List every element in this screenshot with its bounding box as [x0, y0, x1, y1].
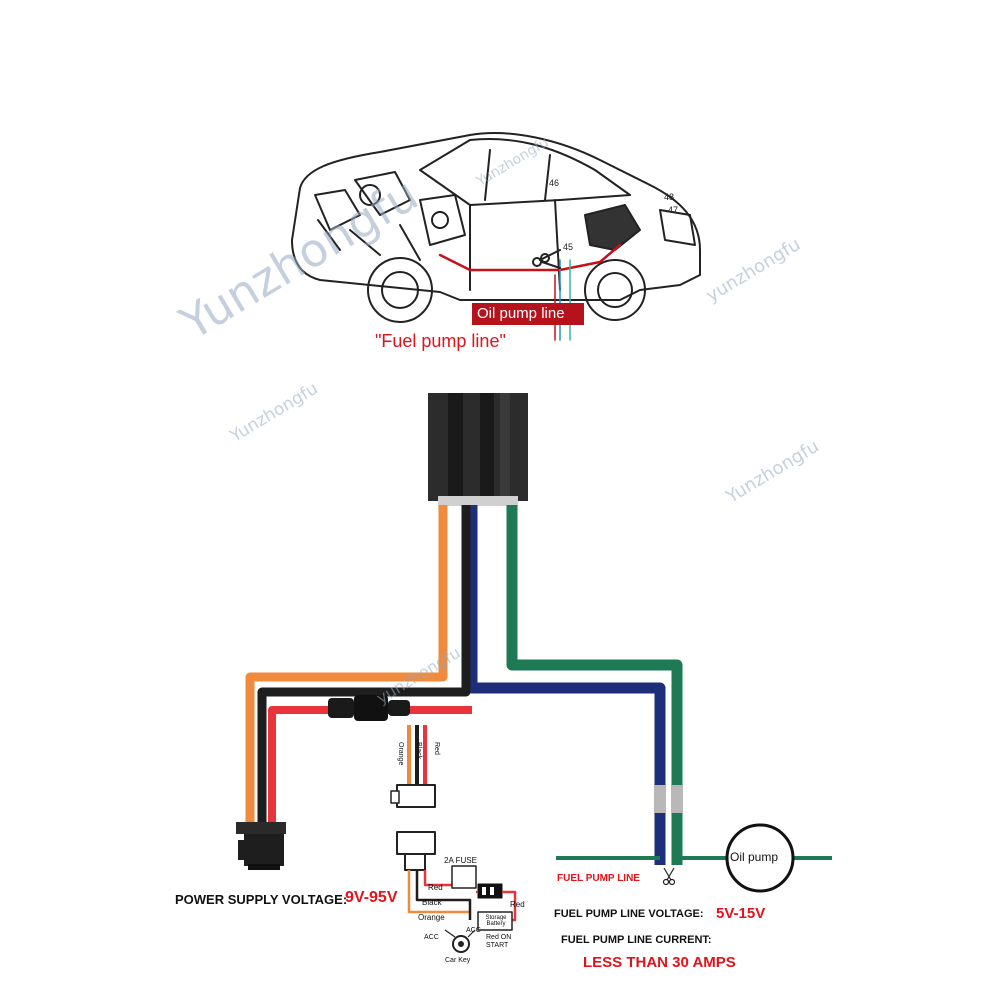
power-supply-voltage-label: POWER SUPPLY VOLTAGE:	[175, 892, 348, 907]
inset-orange-label: Orange	[397, 742, 404, 766]
black-wire	[257, 505, 471, 825]
oil-pump-label: Oil pump	[730, 850, 779, 864]
power-connector-plug	[236, 822, 286, 870]
fuel-pump-line-quote: "Fuel pump line"	[375, 331, 506, 351]
relay	[428, 393, 528, 506]
green-splice-sleeve	[671, 785, 683, 813]
blue-wire	[466, 505, 666, 865]
blue-splice-sleeve	[654, 785, 666, 813]
inset-red-right-label: Red	[510, 900, 525, 909]
inset-black-label: Black	[415, 742, 422, 760]
oil-pump-line-label: Oil pump line	[477, 305, 565, 322]
fuel-pump-current-label: FUEL PUMP LINE CURRENT:	[561, 934, 712, 946]
inset-acc-left-label: ACC	[424, 934, 439, 941]
red-wire	[268, 706, 472, 825]
callout-47: 47	[668, 205, 678, 215]
scissors-icon	[662, 867, 676, 886]
fuel-pump-voltage-value: 5V-15V	[716, 905, 766, 922]
green-wire	[506, 505, 683, 865]
inset-red-label: Red	[433, 742, 440, 755]
inset-wiring-diagram	[390, 725, 517, 953]
inset-red-top-label: Red	[428, 883, 443, 892]
callout-48: 48	[664, 192, 674, 202]
inset-fuse-label: 2A FUSE	[444, 856, 477, 865]
callout-46: 46	[549, 178, 559, 188]
car-illustration	[291, 132, 701, 341]
fuel-pump-voltage-label: FUEL PUMP LINE VOLTAGE:	[554, 908, 704, 920]
red-on-start-label: Red ON START	[486, 934, 512, 949]
oil-pump-circle	[725, 823, 795, 893]
fuel-pump-line-label: FUEL PUMP LINE	[557, 873, 640, 884]
fuel-pump-current-value: LESS THAN 30 AMPS	[583, 954, 736, 971]
inset-acc-label: ACC	[466, 927, 481, 934]
orange-wire	[245, 505, 448, 825]
power-supply-voltage-value: 9V-95V	[345, 889, 398, 906]
inline-fuse-holder	[328, 695, 410, 721]
oil-pump-line-label-box	[472, 303, 584, 325]
car-key-label: Car Key	[445, 957, 471, 964]
storage-battery-label: Storage Battery	[485, 915, 507, 927]
callout-45: 45	[563, 242, 573, 252]
inset-orange-wire-label: Orange	[418, 913, 445, 922]
inset-black-wire-label: Black	[422, 898, 442, 907]
